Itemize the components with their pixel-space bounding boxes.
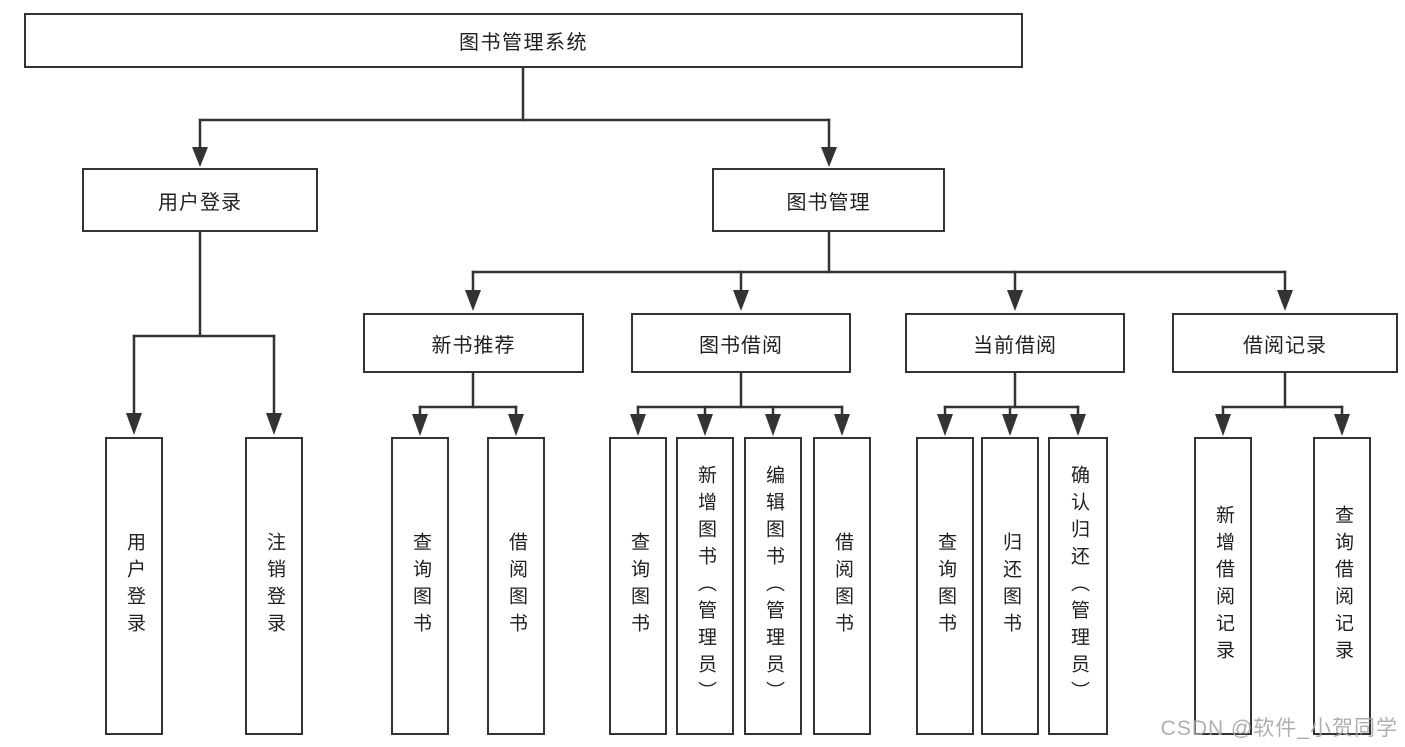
leaf-label: 归还图书 — [999, 532, 1021, 640]
leaf-query-book-recommend: 查询图书 — [391, 437, 449, 735]
leaf-borrow-book-recommend: 借阅图书 — [487, 437, 545, 735]
node-new-book-recommend: 新书推荐 — [363, 313, 584, 373]
csdn-watermark: CSDN @软件_小贺同学 — [1160, 717, 1398, 740]
node-current-borrow: 当前借阅 — [905, 313, 1125, 373]
leaf-user-login: 用户登录 — [105, 437, 163, 735]
leaf-borrow-book-borrow: 借阅图书 — [813, 437, 871, 735]
leaf-query-book-current: 查询图书 — [916, 437, 974, 735]
leaf-query-book-borrow: 查询图书 — [609, 437, 667, 735]
leaf-query-borrow-record: 查询借阅记录 — [1313, 437, 1371, 735]
node-root: 图书管理系统 — [24, 13, 1023, 68]
leaf-label: 查询借阅记录 — [1331, 505, 1353, 667]
leaf-label: 查询图书 — [627, 532, 649, 640]
leaf-label: 借阅图书 — [831, 532, 853, 640]
leaf-label: 用户登录 — [123, 532, 145, 640]
node-user-login: 用户登录 — [82, 168, 318, 232]
node-borrow-records: 借阅记录 — [1172, 313, 1398, 373]
leaf-confirm-return-admin: 确认归还（管理员） — [1048, 437, 1108, 735]
leaf-label: 确认归还（管理员） — [1067, 464, 1089, 708]
leaf-label: 新增图书（管理员） — [694, 464, 716, 708]
leaf-label: 查询图书 — [409, 532, 431, 640]
leaf-logout: 注销登录 — [245, 437, 303, 735]
leaf-label: 借阅图书 — [505, 532, 527, 640]
leaf-label: 注销登录 — [263, 532, 285, 640]
node-book-borrow: 图书借阅 — [631, 313, 851, 373]
leaf-return-book: 归还图书 — [981, 437, 1039, 735]
leaf-label: 新增借阅记录 — [1212, 505, 1234, 667]
node-book-management: 图书管理 — [712, 168, 945, 232]
leaf-add-borrow-record: 新增借阅记录 — [1194, 437, 1252, 735]
leaf-label: 编辑图书（管理员） — [762, 464, 784, 708]
leaf-label: 查询图书 — [934, 532, 956, 640]
leaf-edit-book-admin: 编辑图书（管理员） — [744, 437, 802, 735]
leaf-add-book-admin: 新增图书（管理员） — [676, 437, 734, 735]
